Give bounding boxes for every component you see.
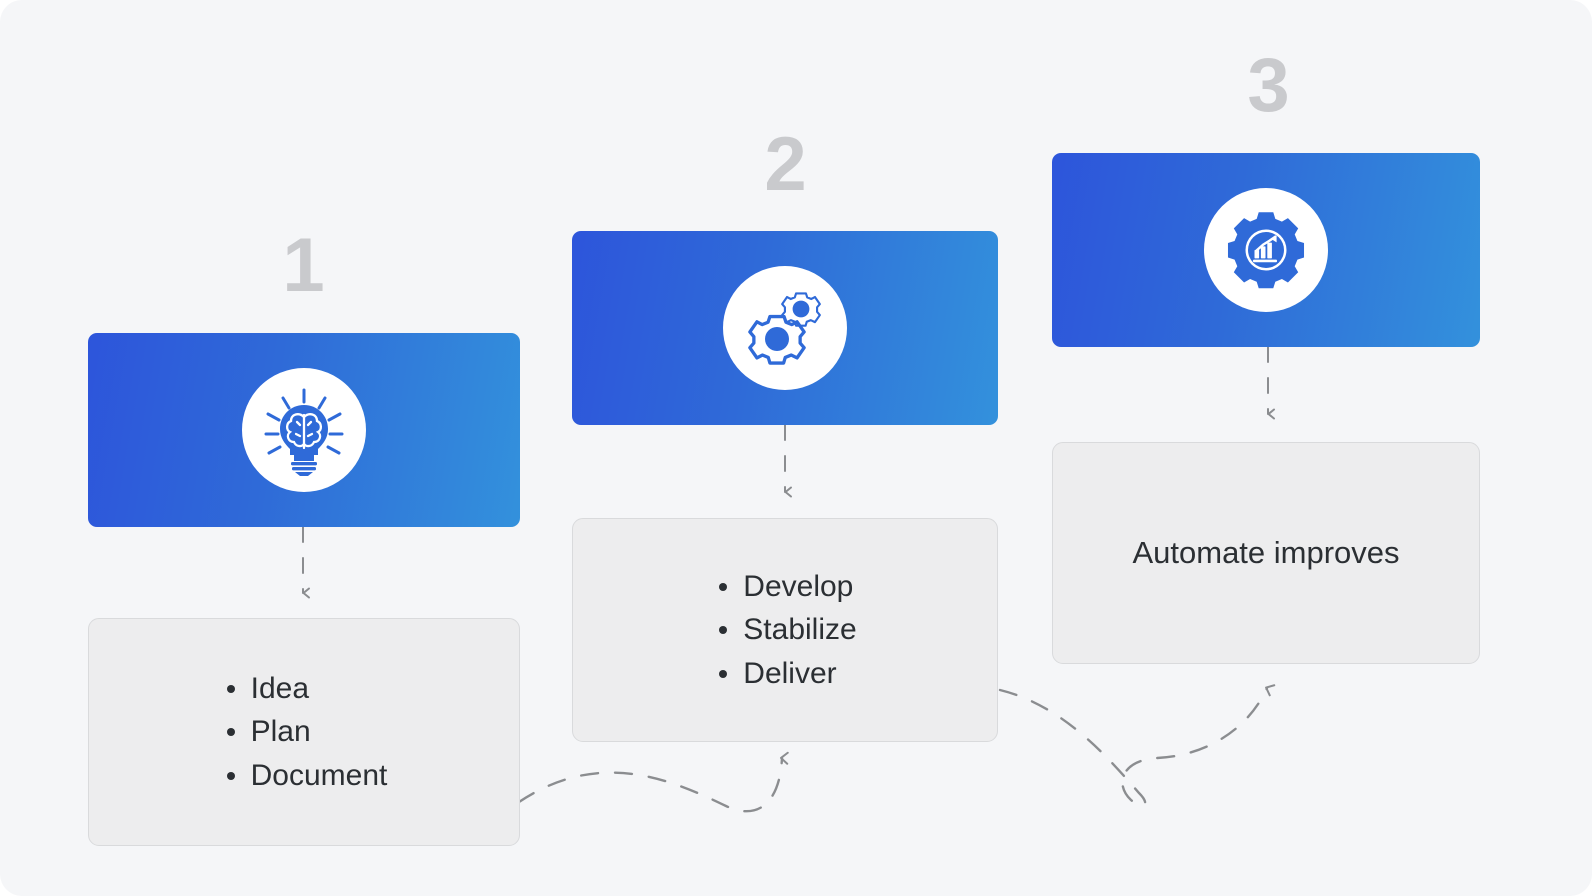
list-item: Idea	[221, 667, 388, 711]
list-item: Stabilize	[713, 608, 857, 652]
lightbulb-brain-icon	[242, 368, 366, 492]
connector-box1-to-box2	[517, 751, 789, 813]
step-1-text-card[interactable]: Idea Plan Document	[88, 618, 520, 846]
step-3-text-card[interactable]: Automate improves	[1052, 442, 1480, 664]
connector-box2-to-box3	[998, 684, 1276, 807]
step-3-label: Automate improves	[1132, 535, 1400, 570]
step-3-icon-card[interactable]	[1052, 153, 1480, 347]
step-2-number: 2	[764, 122, 806, 207]
list-item: Plan	[221, 710, 388, 754]
step-1-bullet-list: Idea Plan Document	[221, 667, 388, 798]
step-1-number: 1	[282, 223, 324, 308]
list-item: Document	[221, 754, 387, 798]
step-2-text-card[interactable]: Develop Stabilize Deliver	[572, 518, 998, 742]
list-item: Deliver	[713, 652, 856, 696]
list-item: Develop	[713, 565, 856, 609]
gear-bar-chart-icon	[1204, 188, 1328, 312]
step-2-bullet-list: Develop Stabilize Deliver	[713, 565, 857, 696]
step-1-icon-card[interactable]	[88, 333, 520, 527]
step-2-icon-card[interactable]	[572, 231, 998, 425]
step-3-number: 3	[1247, 43, 1289, 128]
two-gears-icon	[723, 266, 847, 390]
